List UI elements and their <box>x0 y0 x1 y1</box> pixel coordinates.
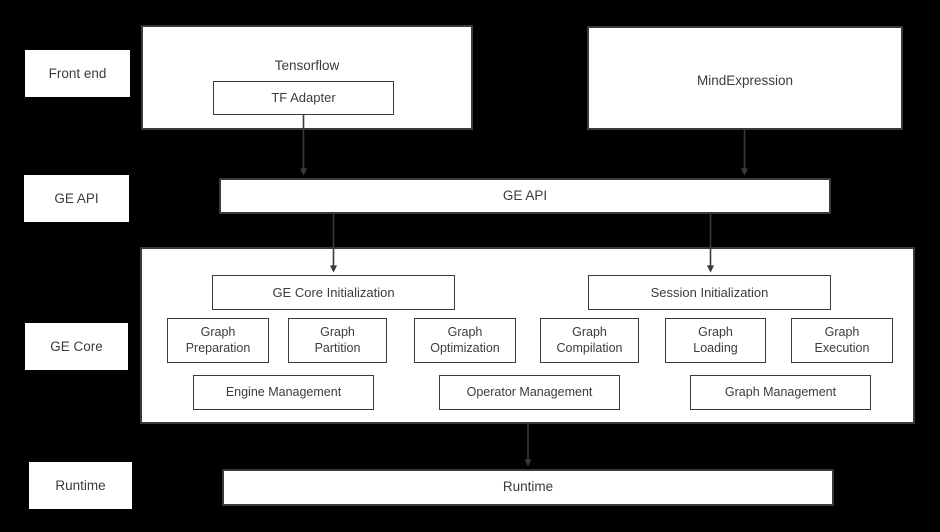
graph-compilation-box[interactable]: Graph Compilation <box>540 318 639 363</box>
ge-core-initialization-box[interactable]: GE Core Initialization <box>212 275 455 310</box>
mindexpression-panel: MindExpression <box>587 26 903 130</box>
layer-label-ge-core: GE Core <box>25 323 128 370</box>
engine-management-box[interactable]: Engine Management <box>193 375 374 410</box>
runtime-bar[interactable]: Runtime <box>222 469 834 506</box>
graph-loading-box[interactable]: Graph Loading <box>665 318 766 363</box>
operator-management-box[interactable]: Operator Management <box>439 375 620 410</box>
mindexpression-label: MindExpression <box>696 73 794 88</box>
layer-label-ge-api: GE API <box>24 175 129 222</box>
tensorflow-label: Tensorflow <box>274 58 340 73</box>
layer-label-front-end: Front end <box>25 50 130 97</box>
tf-adapter-box[interactable]: TF Adapter <box>213 81 394 115</box>
layer-label-runtime: Runtime <box>29 462 132 509</box>
session-initialization-box[interactable]: Session Initialization <box>588 275 831 310</box>
ge-api-bar[interactable]: GE API <box>219 178 831 214</box>
graph-optimization-box[interactable]: Graph Optimization <box>414 318 516 363</box>
graph-execution-box[interactable]: Graph Execution <box>791 318 893 363</box>
graph-preparation-box[interactable]: Graph Preparation <box>167 318 269 363</box>
graph-management-box[interactable]: Graph Management <box>690 375 871 410</box>
graph-partition-box[interactable]: Graph Partition <box>288 318 387 363</box>
